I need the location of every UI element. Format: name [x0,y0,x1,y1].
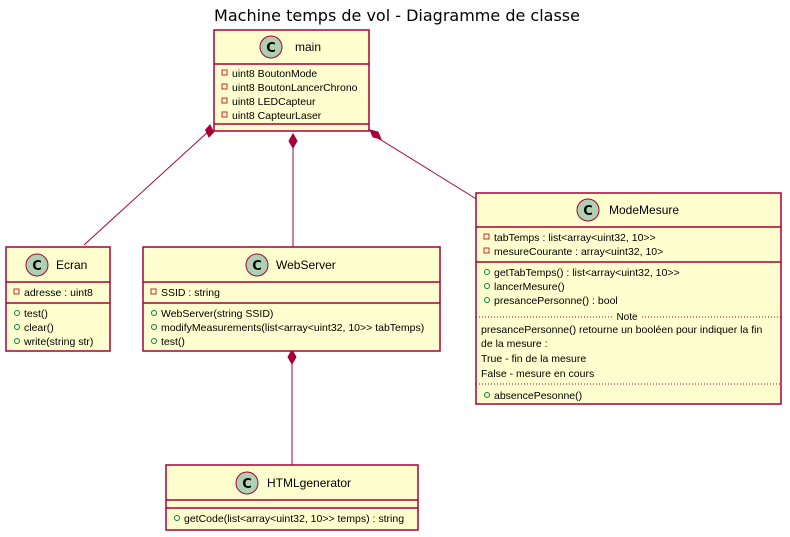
composition-diamond-main-webserver [288,132,298,150]
attribute: SSID : string [161,287,220,299]
public-marker-icon [151,310,157,316]
class-c-icon [259,35,283,59]
attribute: adresse : uint8 [24,287,93,299]
note-line: presancePersonne() retourne un booléen p… [481,324,763,336]
relations [83,124,479,465]
class-c-icon [245,253,269,277]
class-name: Ecran [56,258,87,272]
private-marker-icon [483,247,490,254]
class-name: WebServer [276,258,336,272]
method: clear() [24,322,54,334]
private-marker-icon [13,288,20,295]
method: modifyMeasurements(list<array<uint32, 10… [161,322,424,334]
public-marker-icon [14,338,20,344]
svg-text:C: C [32,259,42,274]
diagram-title: Machine temps de vol - Diagramme de clas… [214,6,580,25]
note-line: de la mesure : [481,338,548,350]
svg-text:C: C [583,204,593,219]
composition-diamond-main-ecran [204,124,215,138]
svg-text:C: C [252,259,262,274]
method: getTabTemps() : list<array<uint32, 10>> [494,267,680,279]
composition-diamond-webserver-htmlgenerator [287,348,297,366]
method: WebServer(string SSID) [161,308,273,320]
note-line: True - fin de la mesure [481,353,586,365]
relation-main-modemesure [372,134,479,201]
class-modemesure[interactable]: C ModeMesure tabTemps : list<array<uint3… [475,192,782,405]
class-ecran[interactable]: C Ecran adresse : uint8 test() clear() w… [5,246,111,352]
attribute: uint8 LEDCapteur [232,96,316,108]
method: test() [24,308,48,320]
class-name: HTMLgenerator [267,476,351,490]
public-marker-icon [484,297,490,303]
private-marker-icon [221,83,228,90]
class-c-icon [235,471,259,495]
attribute: uint8 BoutonMode [232,68,317,80]
public-marker-icon [484,269,490,275]
attribute: uint8 CapteurLaser [232,110,322,122]
private-marker-icon [483,233,490,240]
public-marker-icon [14,310,20,316]
method: getCode(list<array<uint32, 10>> temps) :… [184,513,404,525]
method: write(string str) [23,336,93,348]
note-line: False - mesure en cours [481,368,594,380]
method: lancerMesure() [494,281,565,293]
public-marker-icon [151,324,157,330]
class-c-icon [576,198,600,222]
attribute: mesureCourante : array<uint32, 10> [494,246,663,258]
public-marker-icon [14,324,20,330]
private-marker-icon [221,97,228,104]
relation-main-ecran [83,129,211,246]
note-separator-label: Note [616,312,638,323]
private-marker-icon [150,288,157,295]
class-main[interactable]: C main uint8 BoutonMode uint8 BoutonLanc… [213,29,370,132]
class-c-icon [25,253,49,277]
class-webserver[interactable]: C WebServer SSID : string WebServer(stri… [142,246,441,352]
attribute: uint8 BoutonLancerChrono [232,82,358,94]
svg-text:C: C [266,41,276,56]
composition-diamond-main-modemesure [369,129,382,140]
svg-text:C: C [242,477,252,492]
public-marker-icon [151,338,157,344]
private-marker-icon [221,111,228,118]
public-marker-icon [174,515,180,521]
private-marker-icon [221,69,228,76]
public-marker-icon [484,283,490,289]
class-htmlgenerator[interactable]: C HTMLgenerator getCode(list<array<uint3… [165,464,419,531]
method: absencePesonne() [494,390,582,402]
attribute: tabTemps : list<array<uint32, 10>> [494,232,656,244]
class-name: ModeMesure [609,203,679,217]
public-marker-icon [484,392,490,398]
method: presancePersonne() : bool [494,295,618,307]
method: test() [161,336,185,348]
class-name: main [295,40,321,54]
